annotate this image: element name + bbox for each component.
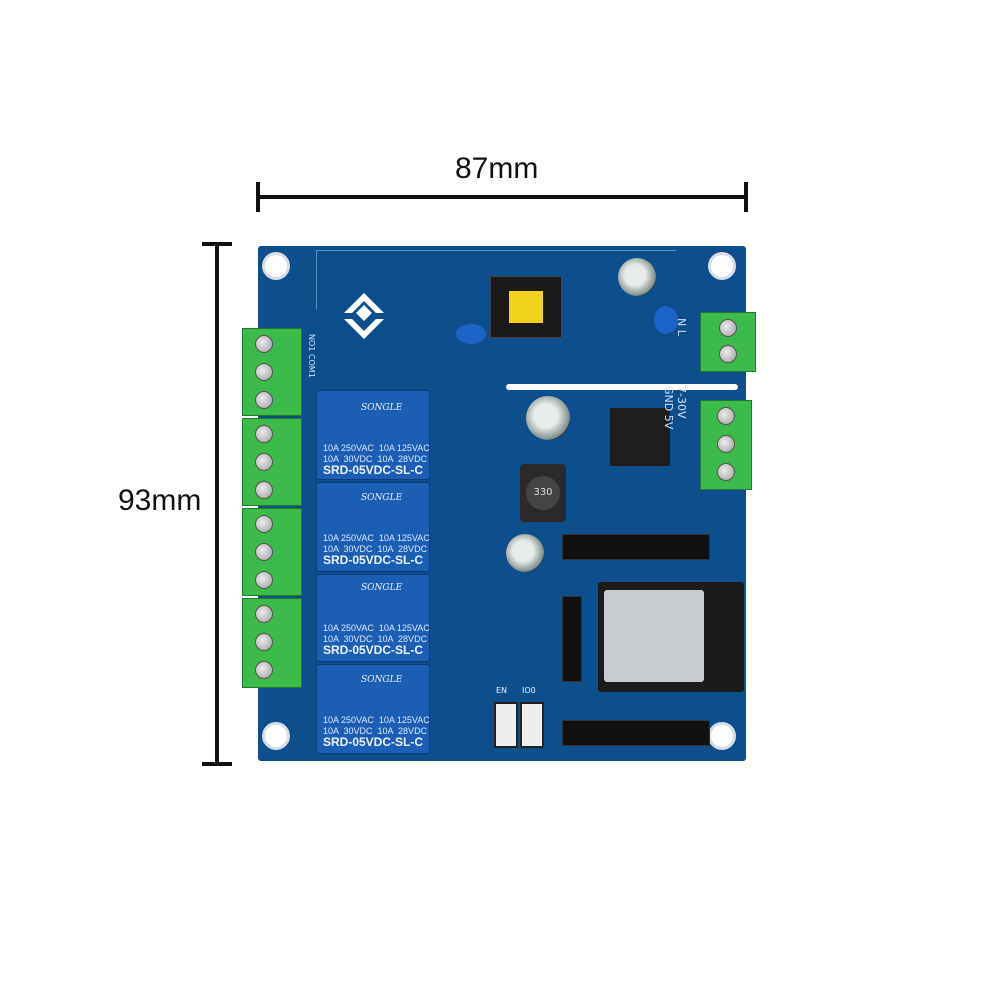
io0-button[interactable] (520, 702, 544, 748)
height-rule-bottom-cap (202, 762, 232, 766)
screw (255, 605, 273, 623)
capacitor (618, 258, 656, 296)
relay-brand: SONGLE (361, 583, 403, 593)
width-rule-right-cap (744, 182, 748, 212)
height-rule (215, 242, 219, 766)
terminal-block-4 (242, 598, 302, 688)
silk-outline (316, 250, 676, 251)
relay-3: SONGLE 10A 250VAC 10A 125VAC 10A 30VDC 1… (316, 574, 430, 662)
ac-terminal-block (700, 312, 756, 372)
width-rule-left-cap (256, 182, 260, 212)
pin-header (562, 596, 582, 682)
relay-model: SRD-05VDC-SL-C (323, 643, 424, 657)
capacitor (506, 534, 544, 572)
screw (255, 481, 273, 499)
screw (255, 661, 273, 679)
screw (255, 363, 273, 381)
en-button[interactable] (494, 702, 518, 748)
isolation-slot (506, 384, 738, 390)
mounting-hole (262, 252, 290, 280)
relay-1: SONGLE 10A 250VAC 10A 125VAC 10A 30VDC 1… (316, 390, 430, 480)
screw (717, 435, 735, 453)
button-io0-label: IO0 (522, 686, 536, 695)
inductor: 330 (520, 464, 566, 522)
relay-model: SRD-05VDC-SL-C (323, 553, 424, 567)
relay-2: SONGLE 10A 250VAC 10A 125VAC 10A 30VDC 1… (316, 482, 430, 572)
relay-brand: SONGLE (361, 403, 403, 413)
width-rule (256, 195, 748, 199)
screw (255, 335, 273, 353)
relay-rating: 10A 250VAC 10A 125VAC 10A 30VDC 10A 28VD… (323, 623, 430, 644)
pin-header (562, 720, 710, 746)
relay-4: SONGLE 10A 250VAC 10A 125VAC 10A 30VDC 1… (316, 664, 430, 754)
terminal-block-2 (242, 418, 302, 506)
ac-input-label: N L (675, 318, 688, 336)
pin-header (562, 534, 710, 560)
silk-outline (316, 250, 317, 310)
inductor-label: 330 (526, 476, 560, 510)
screw (255, 633, 273, 651)
relay-rating: 10A 250VAC 10A 125VAC 10A 30VDC 10A 28VD… (323, 533, 430, 554)
screw (717, 463, 735, 481)
relay-rating: 10A 250VAC 10A 125VAC 10A 30VDC 10A 28VD… (323, 715, 430, 736)
screw (255, 391, 273, 409)
dc-terminal-block (700, 400, 752, 490)
screw (255, 543, 273, 561)
button-en-label: EN (496, 686, 508, 695)
screw (255, 425, 273, 443)
relay-rating: 10A 250VAC 10A 125VAC 10A 30VDC 10A 28VD… (323, 443, 430, 464)
screw (255, 453, 273, 471)
width-label: 87mm (455, 152, 539, 185)
relay-brand: SONGLE (361, 675, 403, 685)
relay-model: SRD-05VDC-SL-C (323, 735, 424, 749)
relay-model: SRD-05VDC-SL-C (323, 463, 424, 477)
screw (719, 319, 737, 337)
mounting-hole (708, 722, 736, 750)
esp32-shield (604, 590, 704, 682)
mounting-hole (262, 722, 290, 750)
screw (717, 407, 735, 425)
terminal-block-1 (242, 328, 302, 416)
disc-capacitor (456, 324, 486, 344)
voltage-regulator (610, 408, 670, 466)
height-label: 93mm (118, 484, 202, 517)
relay-brand: SONGLE (361, 493, 403, 503)
screw (255, 515, 273, 533)
screw (719, 345, 737, 363)
brand-logo-icon (344, 293, 384, 339)
disc-capacitor (654, 306, 678, 334)
capacitor (526, 396, 570, 440)
transformer-core (509, 291, 543, 323)
terminal-top-label: NO1 COM1 (307, 334, 316, 378)
esp32-module (598, 582, 744, 692)
screw (255, 571, 273, 589)
mounting-hole (708, 252, 736, 280)
transformer (490, 276, 562, 338)
power-input-label: 7-30V GND 5V (662, 386, 688, 430)
terminal-block-3 (242, 508, 302, 596)
relay-board: 330 SONGLE 10A 250VAC 10A 125VAC 10A 30V… (258, 246, 746, 761)
height-rule-top-cap (202, 242, 232, 246)
